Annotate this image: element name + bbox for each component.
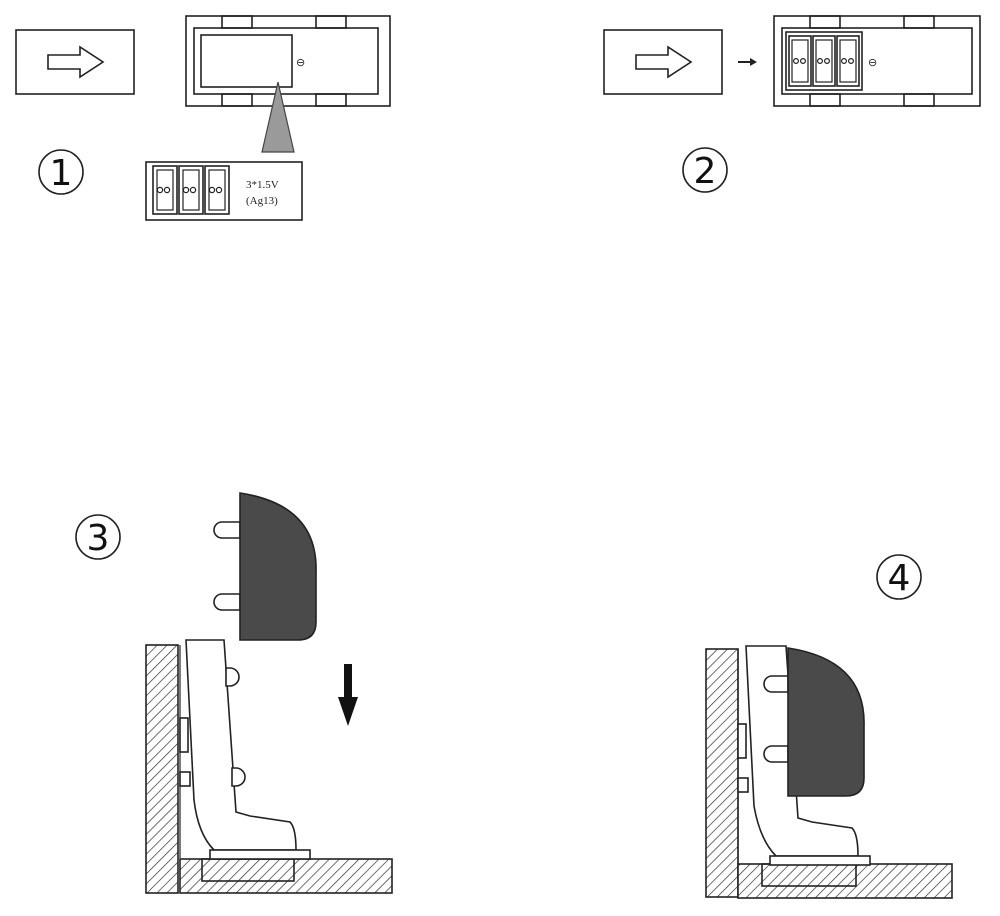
svg-text:1: 1 [50, 153, 73, 194]
down-arrow-icon [338, 664, 358, 726]
step-4-number: 4 [876, 554, 922, 600]
cabinet-side-wall [145, 644, 179, 894]
step-3-number: 3 [75, 514, 121, 560]
step-1-number: 1 [38, 149, 84, 195]
cabinet-bottom-panel [737, 863, 953, 899]
cabinet-bottom-panel [179, 858, 393, 894]
step-4-panel: 4 [705, 554, 953, 899]
small-right-arrow-icon [738, 58, 757, 66]
battery-icon [178, 165, 204, 215]
step-2-panel: ⊖ 2 [603, 15, 981, 193]
step-3-panel: 3 [75, 492, 393, 894]
terminal-symbol: ⊖ [296, 57, 305, 69]
hinge-assembly [179, 639, 311, 860]
step-1-device-housing: ⊖ [185, 15, 391, 107]
battery-icon [836, 35, 860, 87]
hinge-assembly [737, 645, 871, 866]
step-1-arrow-box [15, 29, 135, 95]
step-2-number: 2 [682, 147, 728, 193]
svg-text:4: 4 [888, 558, 911, 599]
svg-text:3: 3 [87, 518, 110, 559]
battery-icon [788, 35, 812, 87]
battery-icon [204, 165, 230, 215]
callout-pointer [261, 81, 295, 153]
svg-text:2: 2 [694, 151, 717, 192]
cabinet-side-wall [705, 648, 739, 898]
battery-icon [812, 35, 836, 87]
battery-spec-voltage: 3*1.5V [246, 179, 279, 191]
terminal-symbol: ⊖ [868, 57, 877, 69]
battery-spec-type: (Ag13) [246, 195, 278, 207]
right-arrow-icon [47, 45, 105, 79]
battery-icon [152, 165, 178, 215]
step-1-panel: ⊖ 3*1.5V (Ag13) [15, 15, 391, 221]
step-2-arrow-box [603, 29, 723, 95]
right-arrow-icon [635, 45, 693, 79]
light-cover [213, 492, 317, 641]
battery-compartment [200, 34, 293, 88]
light-cover-installed [763, 647, 865, 797]
step-2-device-housing: ⊖ [773, 15, 981, 107]
battery-pack-detail: 3*1.5V (Ag13) [145, 161, 303, 221]
